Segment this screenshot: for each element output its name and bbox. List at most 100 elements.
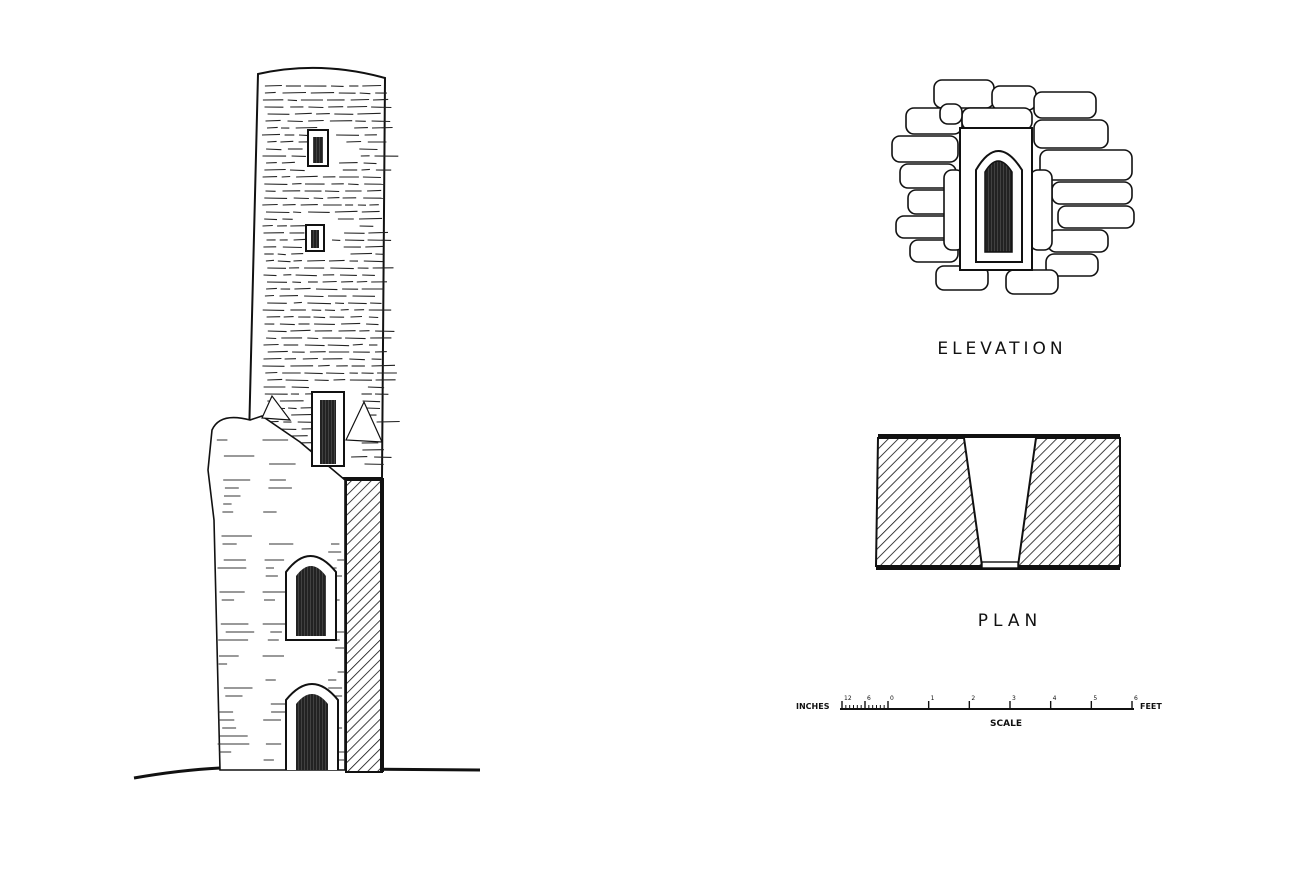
masonry-course: [358, 217, 383, 220]
masonry-course: [285, 379, 309, 382]
masonry-course: [315, 288, 338, 291]
masonry-course: [347, 105, 368, 108]
church-arched-door: [285, 683, 339, 770]
masonry-course: [350, 98, 370, 101]
masonry-course: [266, 126, 278, 129]
masonry-stone: [1005, 269, 1059, 295]
masonry-course: [304, 344, 325, 347]
masonry-course: [264, 168, 286, 171]
masonry-course: [307, 302, 332, 305]
masonry-course: [363, 162, 377, 165]
masonry-course: [263, 274, 277, 277]
masonry-course: [324, 190, 340, 193]
masonry-stone: [1051, 181, 1133, 205]
masonry-course: [265, 119, 281, 122]
masonry-course: [308, 106, 324, 109]
masonry-course: [359, 148, 378, 151]
masonry-course: [294, 112, 312, 115]
masonry-course: [327, 344, 350, 347]
masonry-stone: [1047, 229, 1109, 253]
masonry-course: [293, 197, 309, 200]
masonry-course: [282, 246, 302, 249]
masonry-course: [350, 252, 373, 255]
ground-line: [133, 766, 481, 780]
masonry-course: [266, 287, 277, 290]
masonry-course: [277, 253, 286, 256]
masonry-stone: [961, 107, 1033, 131]
masonry-course: [266, 337, 277, 340]
masonry-course: [261, 133, 281, 136]
masonry-course: [291, 386, 309, 389]
masonry-course: [287, 99, 298, 102]
masonry-course: [267, 350, 288, 353]
masonry-course: [277, 260, 291, 263]
scale-tick-label: 3: [1012, 695, 1016, 702]
masonry-course: [290, 329, 311, 332]
scale-tick-label: 4: [1053, 695, 1057, 702]
masonry-course: [367, 386, 385, 389]
masonry-course: [330, 267, 354, 270]
masonry-course: [363, 260, 383, 263]
masonry-course: [350, 315, 363, 318]
masonry-course: [313, 197, 324, 200]
masonry-course: [294, 287, 311, 290]
masonry-course: [352, 343, 363, 346]
plan-jamb-left: [874, 437, 984, 567]
masonry-course: [307, 337, 319, 340]
masonry-course: [372, 98, 389, 101]
masonry-course: [328, 259, 345, 262]
masonry-course: [262, 224, 273, 227]
masonry-course: [263, 357, 282, 360]
masonry-course: [295, 274, 317, 277]
window-elevation-drawing: ELEVATION: [891, 79, 1135, 359]
masonry-course: [267, 378, 283, 381]
masonry-course: [367, 189, 382, 192]
masonry-course: [296, 175, 318, 178]
masonry-course: [264, 218, 278, 221]
masonry-course: [362, 84, 382, 87]
masonry-stone: [1057, 205, 1135, 229]
masonry-course: [267, 330, 287, 333]
wall-section-hatched: [345, 479, 383, 773]
masonry-stone: [891, 135, 959, 163]
masonry-course: [341, 322, 361, 325]
masonry-course: [302, 357, 318, 360]
masonry-course: [304, 372, 323, 375]
masonry-course: [293, 301, 302, 304]
plan-jamb-right: [1016, 437, 1121, 567]
plan-label: PLAN: [978, 611, 1042, 631]
scale-tick-label: 5: [1093, 695, 1097, 702]
masonry-course: [289, 169, 305, 172]
scale-tick-label: 2: [971, 695, 975, 702]
masonry-course: [371, 126, 393, 129]
scale-right-unit: FEET: [1140, 702, 1162, 711]
masonry-course: [263, 343, 279, 346]
scale-tick-label: 1: [931, 695, 935, 702]
masonry-course: [280, 140, 294, 143]
masonry-course: [366, 323, 379, 326]
masonry-course: [348, 183, 359, 186]
masonry-course: [366, 407, 381, 410]
masonry-stone: [1033, 119, 1109, 149]
masonry-stone: [1045, 253, 1099, 277]
masonry-course: [361, 168, 370, 171]
elevation-label: ELEVATION: [937, 339, 1066, 359]
masonry-course: [362, 400, 381, 403]
masonry-course: [357, 112, 381, 115]
masonry-stone: [933, 79, 995, 109]
masonry-course: [282, 91, 307, 94]
masonry-course: [288, 407, 297, 410]
masonry-course: [304, 295, 324, 298]
masonry-stone: [1033, 91, 1097, 119]
window-plan-drawing: PLAN: [874, 434, 1121, 631]
scale-tick-label: 0: [890, 695, 894, 702]
masonry-course: [265, 259, 275, 262]
masonry-course: [318, 364, 330, 367]
masonry-course: [308, 119, 324, 122]
masonry-course: [262, 203, 278, 206]
gable-peak-left: [261, 394, 292, 421]
masonry-course: [356, 280, 368, 283]
masonry-course: [365, 245, 384, 248]
